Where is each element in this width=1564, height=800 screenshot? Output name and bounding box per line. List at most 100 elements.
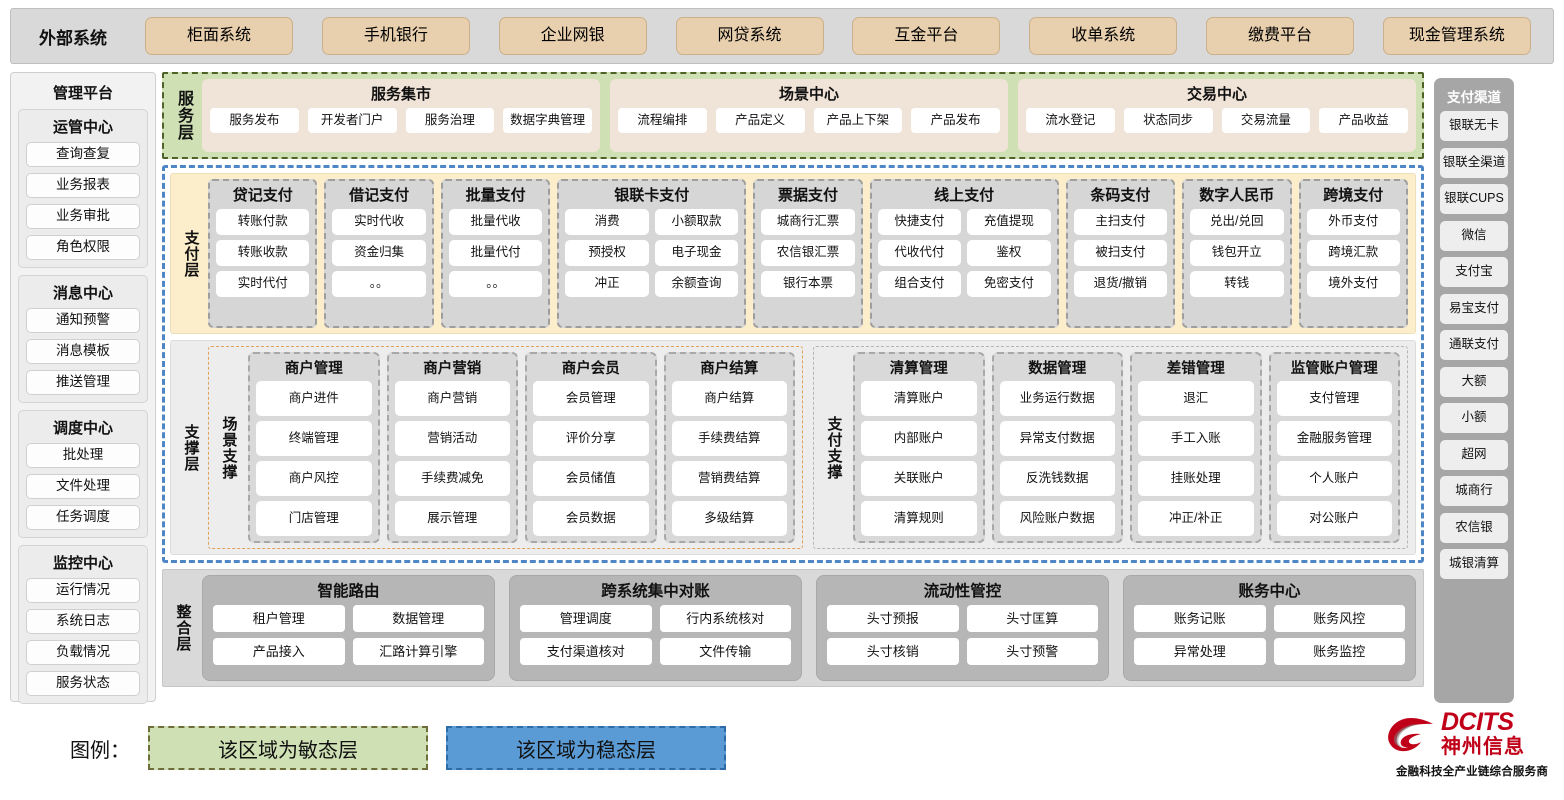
payment-item[interactable]: 余额查询 xyxy=(654,271,739,297)
external-system-item[interactable]: 现金管理系统 xyxy=(1382,17,1531,55)
support-item[interactable]: 清算规则 xyxy=(861,501,977,536)
support-item[interactable]: 挂账处理 xyxy=(1138,461,1254,496)
payment-item[interactable]: 转钱 xyxy=(1190,271,1284,297)
service-item[interactable]: 开发者门户 xyxy=(307,108,397,133)
external-system-item[interactable]: 缴费平台 xyxy=(1206,17,1355,55)
payment-item[interactable]: 预授权 xyxy=(565,240,649,266)
integration-item[interactable]: 头寸核销 xyxy=(827,638,959,665)
sidebar-item[interactable]: 批处理 xyxy=(26,443,140,468)
support-item[interactable]: 异常支付数据 xyxy=(999,421,1115,456)
service-item[interactable]: 流程编排 xyxy=(618,108,707,133)
sidebar-item[interactable]: 消息模板 xyxy=(26,339,140,364)
service-item[interactable]: 产品上下架 xyxy=(813,108,903,133)
external-system-item[interactable]: 柜面系统 xyxy=(145,17,293,55)
sidebar-item[interactable]: 通知预警 xyxy=(26,308,140,333)
payment-channel-item[interactable]: 城商行 xyxy=(1440,476,1508,506)
payment-item[interactable]: 批量代付 xyxy=(448,240,543,266)
payment-item[interactable]: 转账收款 xyxy=(216,240,310,266)
service-item[interactable]: 数据字典管理 xyxy=(503,108,592,133)
payment-channel-item[interactable]: 银联全渠道 xyxy=(1440,147,1508,178)
service-item[interactable]: 产品收益 xyxy=(1319,108,1408,133)
sidebar-item[interactable]: 任务调度 xyxy=(26,505,140,530)
payment-item[interactable]: 银行本票 xyxy=(761,271,855,297)
sidebar-item[interactable]: 运行情况 xyxy=(26,578,140,603)
sidebar-item[interactable]: 系统日志 xyxy=(26,609,140,634)
payment-item[interactable]: 被扫支付 xyxy=(1073,240,1168,266)
support-item[interactable]: 多级结算 xyxy=(671,501,787,536)
sidebar-item[interactable]: 负载情况 xyxy=(26,640,140,665)
payment-item[interactable]: 钱包开立 xyxy=(1190,240,1284,266)
support-item[interactable]: 手续费减免 xyxy=(394,461,510,496)
integration-item[interactable]: 头寸匡算 xyxy=(966,605,1098,632)
payment-item[interactable]: 消费 xyxy=(565,209,649,235)
payment-item[interactable]: 退货/撤销 xyxy=(1073,271,1168,297)
external-system-item[interactable]: 收单系统 xyxy=(1029,17,1178,55)
support-item[interactable]: 商户风控 xyxy=(256,461,372,496)
external-system-item[interactable]: 互金平台 xyxy=(852,17,1001,55)
payment-item[interactable]: 小额取款 xyxy=(654,209,739,235)
payment-item[interactable]: 电子现金 xyxy=(654,240,739,266)
integration-item[interactable]: 管理调度 xyxy=(520,605,652,632)
support-item[interactable]: 门店管理 xyxy=(256,501,372,536)
support-item[interactable]: 营销费结算 xyxy=(671,461,787,496)
support-item[interactable]: 风险账户数据 xyxy=(999,501,1115,536)
payment-item[interactable]: 快捷支付 xyxy=(877,209,962,235)
support-item[interactable]: 评价分享 xyxy=(533,421,649,456)
support-item[interactable]: 退汇 xyxy=(1138,381,1254,416)
payment-item[interactable]: 外币支付 xyxy=(1306,209,1400,235)
support-item[interactable]: 清算账户 xyxy=(861,381,977,416)
support-item[interactable]: 支付管理 xyxy=(1276,381,1392,416)
payment-channel-item[interactable]: 农信银 xyxy=(1440,512,1508,543)
payment-channel-item[interactable]: 银联CUPS xyxy=(1440,184,1508,214)
support-item[interactable]: 冲正/补正 xyxy=(1138,501,1254,536)
support-item[interactable]: 会员储值 xyxy=(533,461,649,496)
support-item[interactable]: 关联账户 xyxy=(861,461,977,496)
payment-item[interactable]: 主扫支付 xyxy=(1073,209,1168,235)
sidebar-item[interactable]: 服务状态 xyxy=(26,671,140,696)
payment-item[interactable]: 批量代收 xyxy=(448,209,543,235)
payment-channel-item[interactable]: 小额 xyxy=(1440,403,1508,433)
integration-item[interactable]: 账务监控 xyxy=(1273,638,1405,665)
payment-channel-item[interactable]: 大额 xyxy=(1440,366,1508,397)
payment-channel-item[interactable]: 城银清算 xyxy=(1440,549,1508,579)
payment-channel-item[interactable]: 超网 xyxy=(1440,439,1508,470)
payment-item[interactable]: 农信银汇票 xyxy=(761,240,855,266)
support-item[interactable]: 商户结算 xyxy=(671,381,787,416)
support-item[interactable]: 商户进件 xyxy=(256,381,372,416)
sidebar-item[interactable]: 业务审批 xyxy=(26,204,140,229)
payment-channel-item[interactable]: 银联无卡 xyxy=(1440,111,1508,141)
service-item[interactable]: 状态同步 xyxy=(1123,108,1213,133)
payment-channel-item[interactable]: 微信 xyxy=(1440,220,1508,251)
support-item[interactable]: 对公账户 xyxy=(1276,501,1392,536)
integration-item[interactable]: 汇路计算引擎 xyxy=(352,638,484,665)
payment-item[interactable]: 组合支付 xyxy=(877,271,962,297)
integration-item[interactable]: 文件传输 xyxy=(659,638,791,665)
integration-item[interactable]: 租户管理 xyxy=(213,605,345,632)
integration-item[interactable]: 头寸预报 xyxy=(827,605,959,632)
service-item[interactable]: 服务发布 xyxy=(210,108,299,133)
service-item[interactable]: 交易流量 xyxy=(1221,108,1311,133)
support-item[interactable]: 业务运行数据 xyxy=(999,381,1115,416)
support-item[interactable]: 会员数据 xyxy=(533,501,649,536)
payment-item[interactable]: 。。 xyxy=(448,271,543,297)
payment-item[interactable]: 实时代付 xyxy=(216,271,310,297)
payment-item[interactable]: 充值提现 xyxy=(967,209,1051,235)
payment-item[interactable]: 免密支付 xyxy=(967,271,1051,297)
service-item[interactable]: 产品发布 xyxy=(911,108,1000,133)
payment-item[interactable]: 跨境汇款 xyxy=(1306,240,1400,266)
integration-item[interactable]: 支付渠道核对 xyxy=(520,638,652,665)
support-item[interactable]: 手续费结算 xyxy=(671,421,787,456)
payment-item[interactable]: 境外支付 xyxy=(1306,271,1400,297)
integration-item[interactable]: 账务记账 xyxy=(1134,605,1266,632)
support-item[interactable]: 手工入账 xyxy=(1138,421,1254,456)
service-item[interactable]: 产品定义 xyxy=(715,108,805,133)
payment-item[interactable]: 冲正 xyxy=(565,271,649,297)
integration-item[interactable]: 产品接入 xyxy=(213,638,345,665)
integration-item[interactable]: 账务风控 xyxy=(1273,605,1405,632)
sidebar-item[interactable]: 文件处理 xyxy=(26,474,140,499)
payment-item[interactable]: 兑出/兑回 xyxy=(1190,209,1284,235)
payment-item[interactable]: 。。 xyxy=(332,271,426,297)
external-system-item[interactable]: 手机银行 xyxy=(321,17,470,55)
support-item[interactable]: 终端管理 xyxy=(256,421,372,456)
integration-item[interactable]: 头寸预警 xyxy=(966,638,1098,665)
